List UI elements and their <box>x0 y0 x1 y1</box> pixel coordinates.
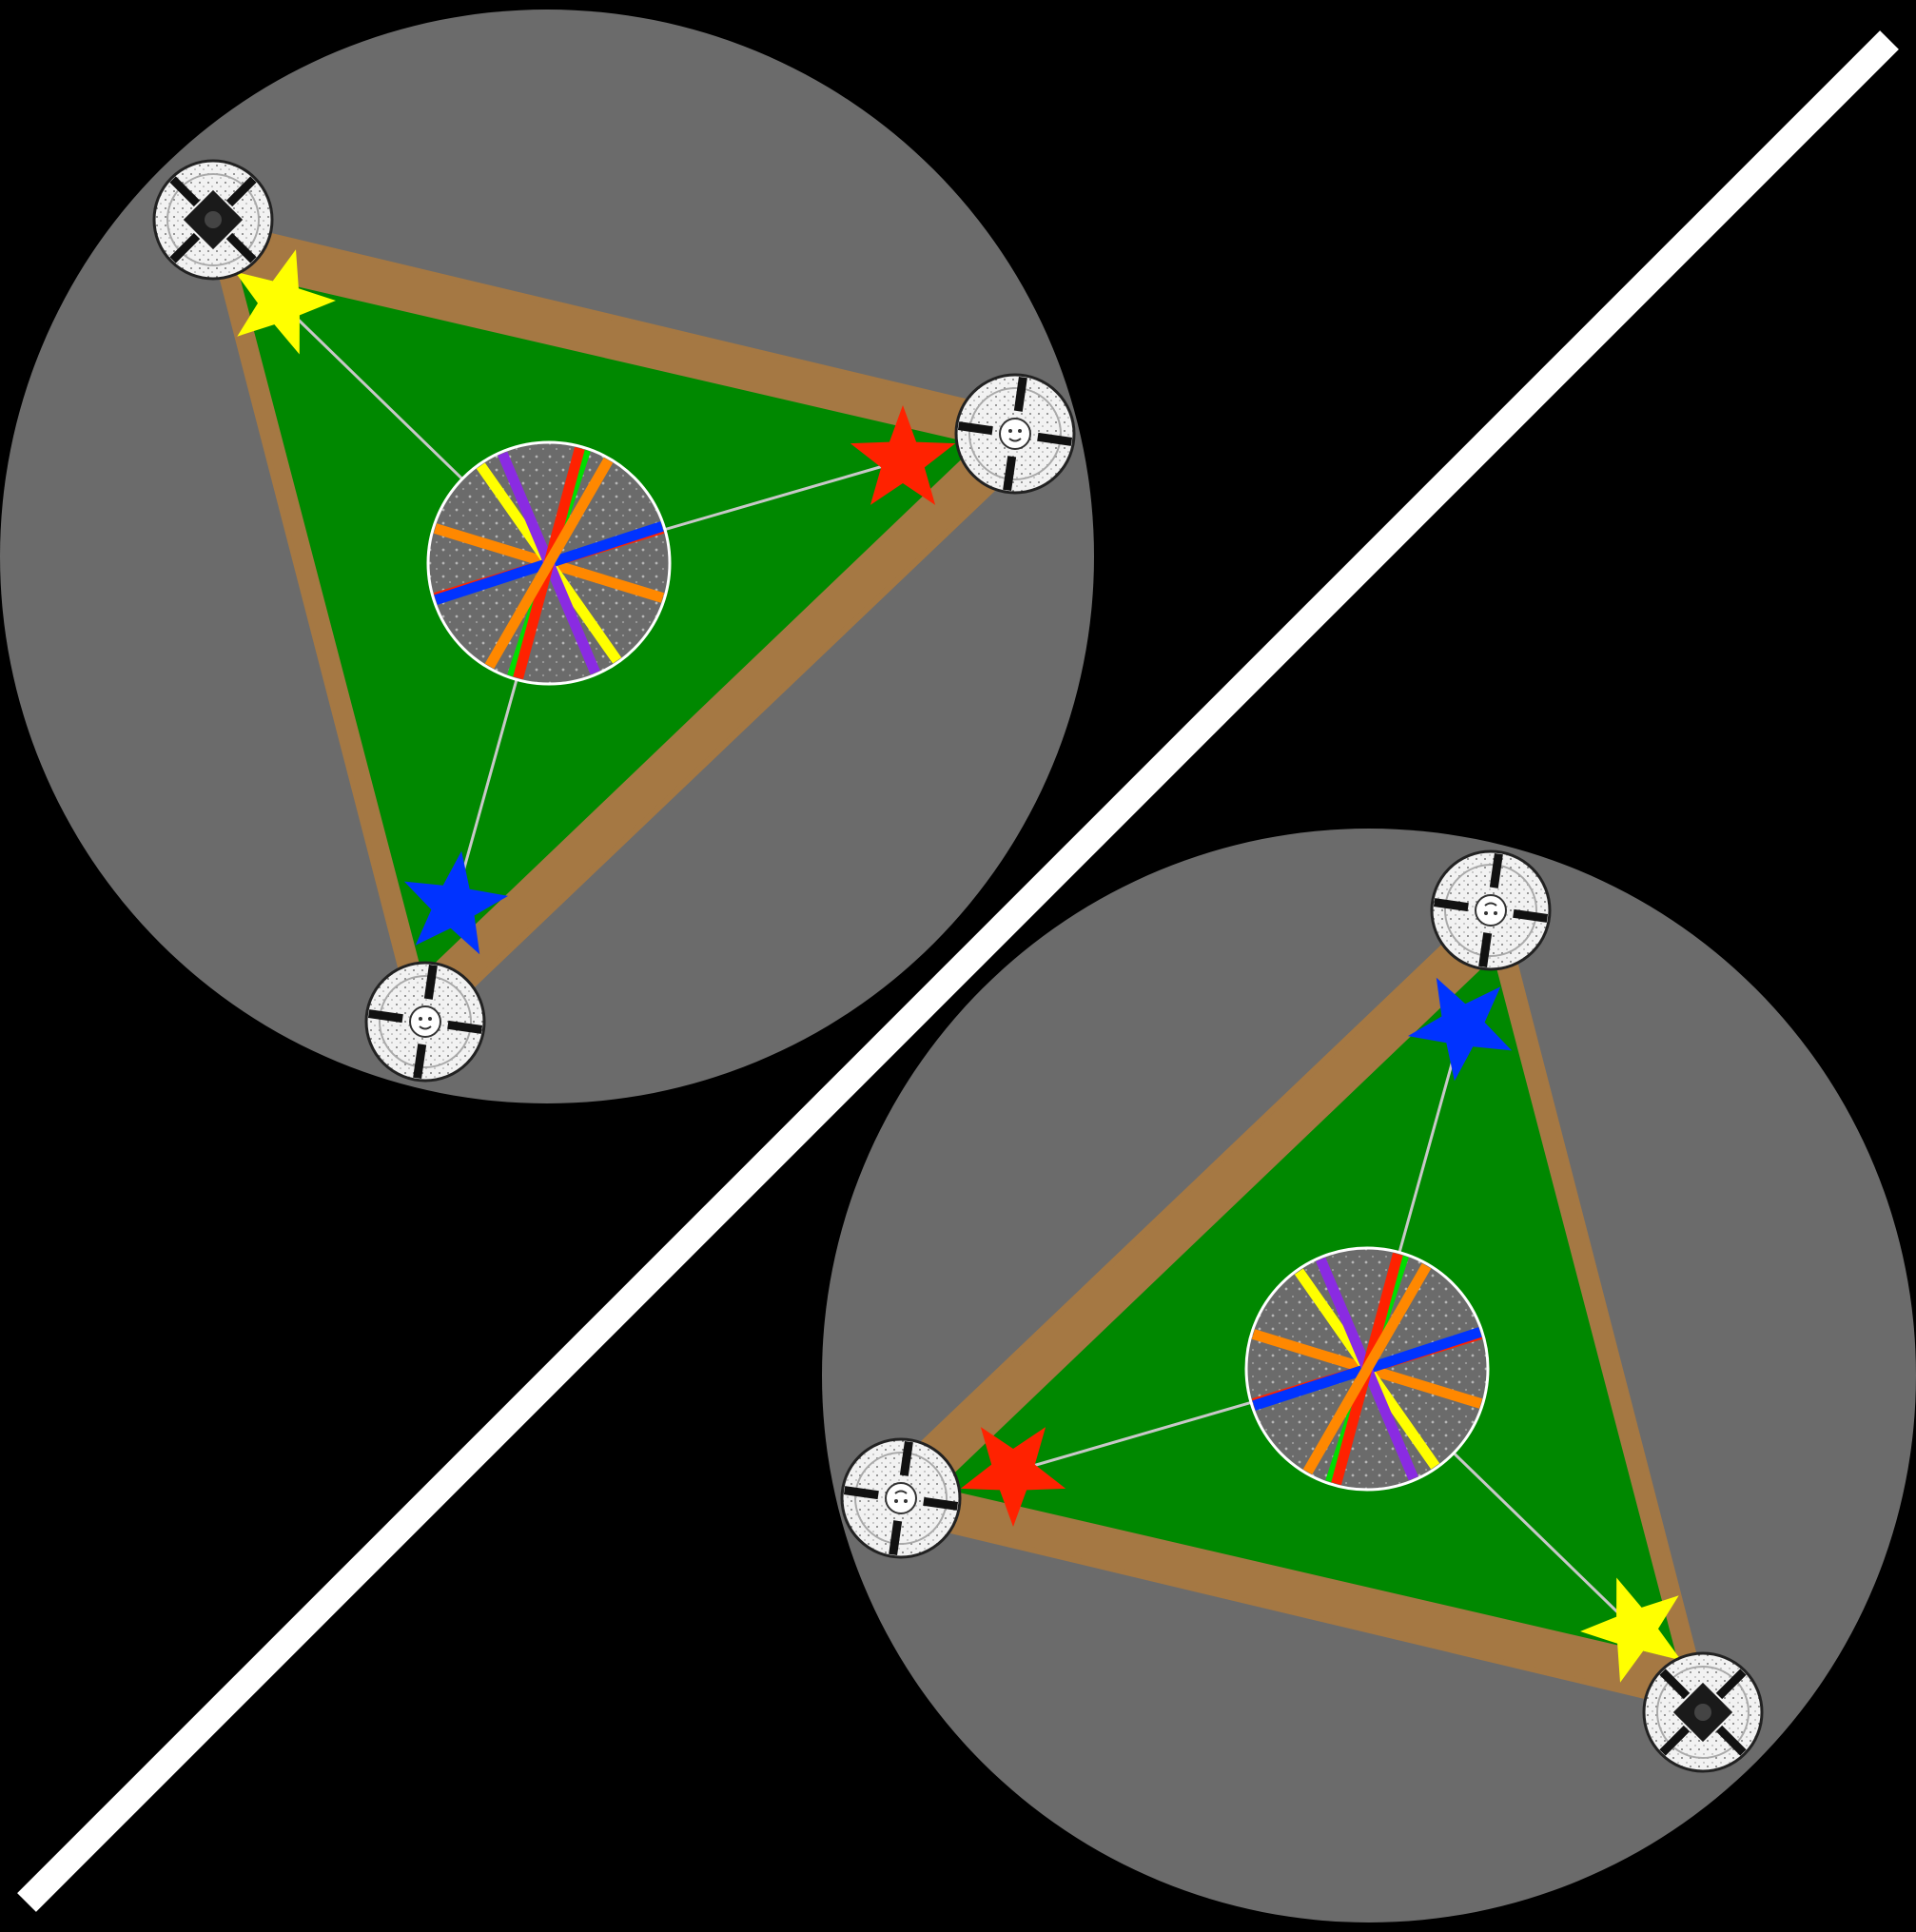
face-pocket-icon[interactable] <box>842 1439 960 1557</box>
pocket-face-eye <box>1018 429 1022 433</box>
pocket-notch <box>1018 378 1023 412</box>
pocket-notch <box>904 1442 909 1476</box>
pocket-notch <box>1007 457 1012 491</box>
center-hub[interactable] <box>428 442 670 684</box>
pocket-face-eye <box>1008 429 1012 433</box>
pocket-hole-center <box>205 211 222 228</box>
pocket-hole-center <box>1694 1704 1711 1721</box>
pocket-notch <box>418 1044 422 1079</box>
pocket-notch <box>448 1025 482 1029</box>
pocket-notch <box>893 1521 898 1555</box>
face-pocket-icon[interactable] <box>956 375 1074 493</box>
pocket-face-eye <box>894 1499 898 1503</box>
pocket-notch <box>1514 913 1548 918</box>
dark-pocket-icon[interactable] <box>154 161 272 279</box>
game-board-top-left <box>0 10 1094 1103</box>
face-pocket-icon[interactable] <box>1432 851 1550 969</box>
pocket-face-eye <box>904 1499 908 1503</box>
pocket-notch <box>924 1501 958 1506</box>
pocket-notch <box>369 1014 403 1019</box>
pocket-face <box>410 1006 440 1037</box>
pocket-notch <box>1435 903 1469 907</box>
pocket-face <box>886 1483 916 1513</box>
pocket-face-eye <box>419 1017 422 1021</box>
game-board-bottom-right <box>822 829 1916 1922</box>
pocket-face-eye <box>428 1017 432 1021</box>
dark-pocket-icon[interactable] <box>1644 1653 1762 1771</box>
pocket-face-eye <box>1494 911 1497 915</box>
pocket-notch <box>428 966 433 1000</box>
face-pocket-icon[interactable] <box>366 963 484 1081</box>
pocket-notch <box>845 1491 879 1495</box>
center-hub[interactable] <box>1246 1248 1488 1490</box>
pocket-notch <box>1494 854 1498 888</box>
pocket-face <box>1476 895 1506 926</box>
pocket-notch <box>959 426 993 431</box>
pocket-face <box>1000 419 1030 449</box>
pocket-face-eye <box>1484 911 1488 915</box>
pocket-notch <box>1038 437 1072 441</box>
pocket-notch <box>1483 933 1488 967</box>
